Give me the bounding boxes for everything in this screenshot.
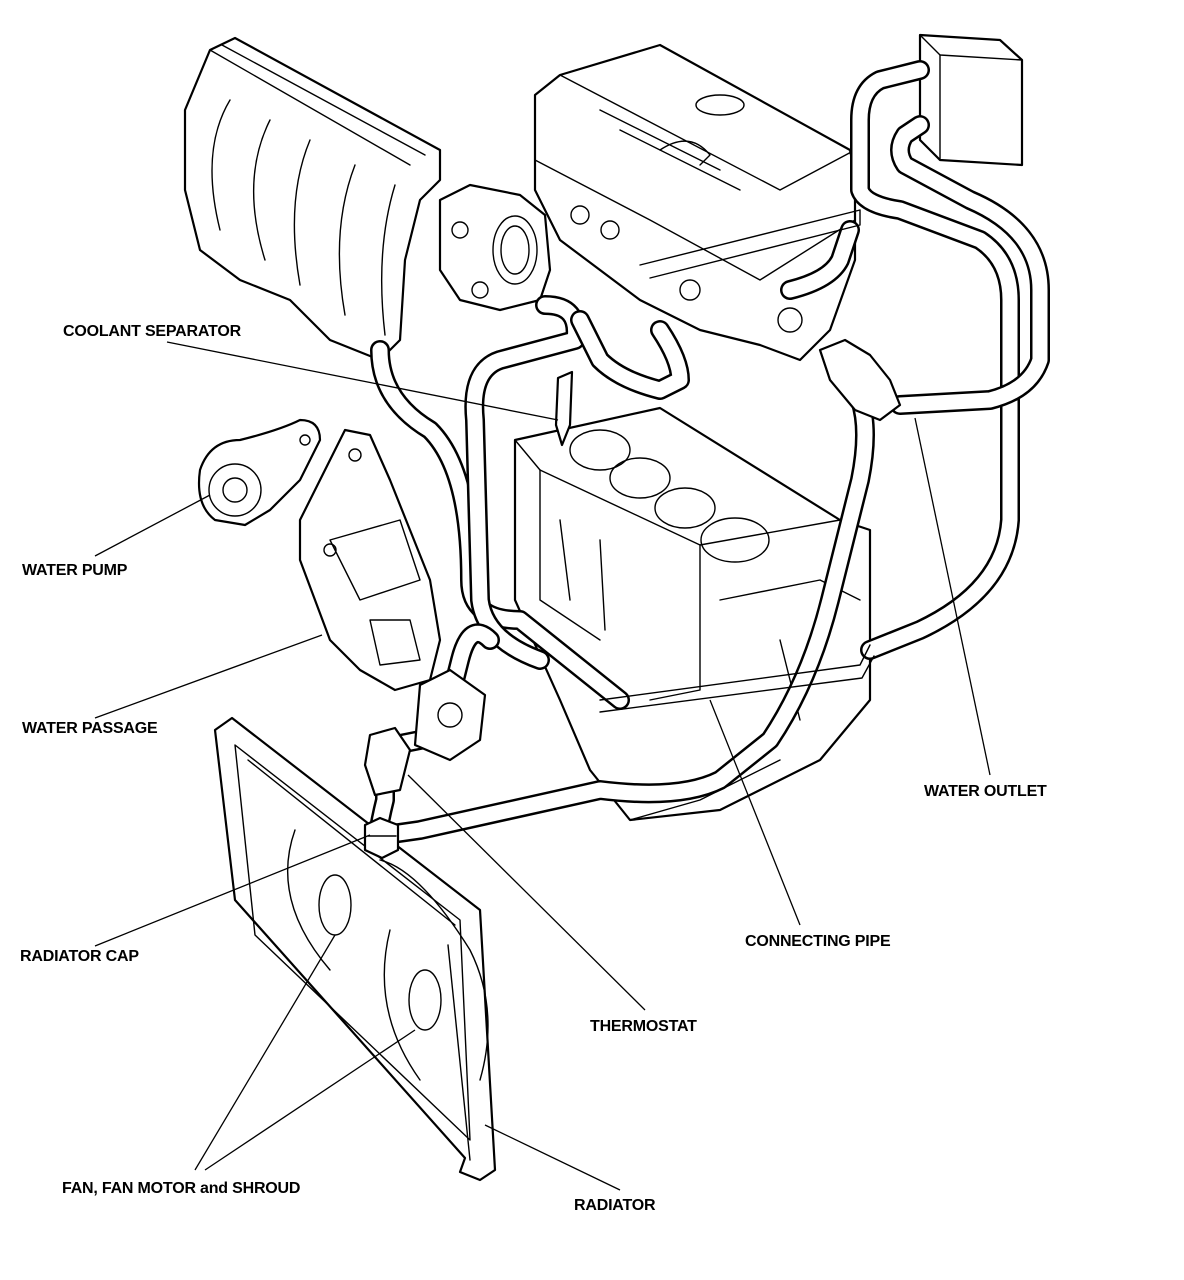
label-thermostat: THERMOSTAT (590, 1018, 697, 1035)
label-fan-motor-shroud: FAN, FAN MOTOR and SHROUD (62, 1180, 301, 1197)
label-water-outlet: WATER OUTLET (924, 783, 1047, 800)
water-pump (197, 418, 322, 527)
connecting-pipe (599, 209, 875, 713)
radiator (213, 716, 497, 1182)
water-passage (298, 428, 442, 692)
label-coolant-separator: COOLANT SEPARATOR (63, 323, 241, 340)
cylinder-head (533, 43, 857, 362)
label-radiator: RADIATOR (574, 1197, 656, 1214)
label-water-pump: WATER PUMP (22, 562, 128, 579)
label-radiator-cap: RADIATOR CAP (20, 948, 139, 965)
thermostat (363, 668, 487, 797)
label-connecting-pipe: CONNECTING PIPE (745, 933, 891, 950)
coolant-separator (554, 370, 574, 447)
label-water-passage: WATER PASSAGE (22, 720, 158, 737)
radiator-cap (363, 816, 400, 860)
water-outlet (818, 338, 902, 422)
heater-core (918, 33, 1024, 167)
leader-lines (94, 341, 991, 1191)
throttle-body (438, 183, 552, 312)
coolant-hoses (368, 60, 1050, 845)
intake-manifold (183, 36, 442, 362)
